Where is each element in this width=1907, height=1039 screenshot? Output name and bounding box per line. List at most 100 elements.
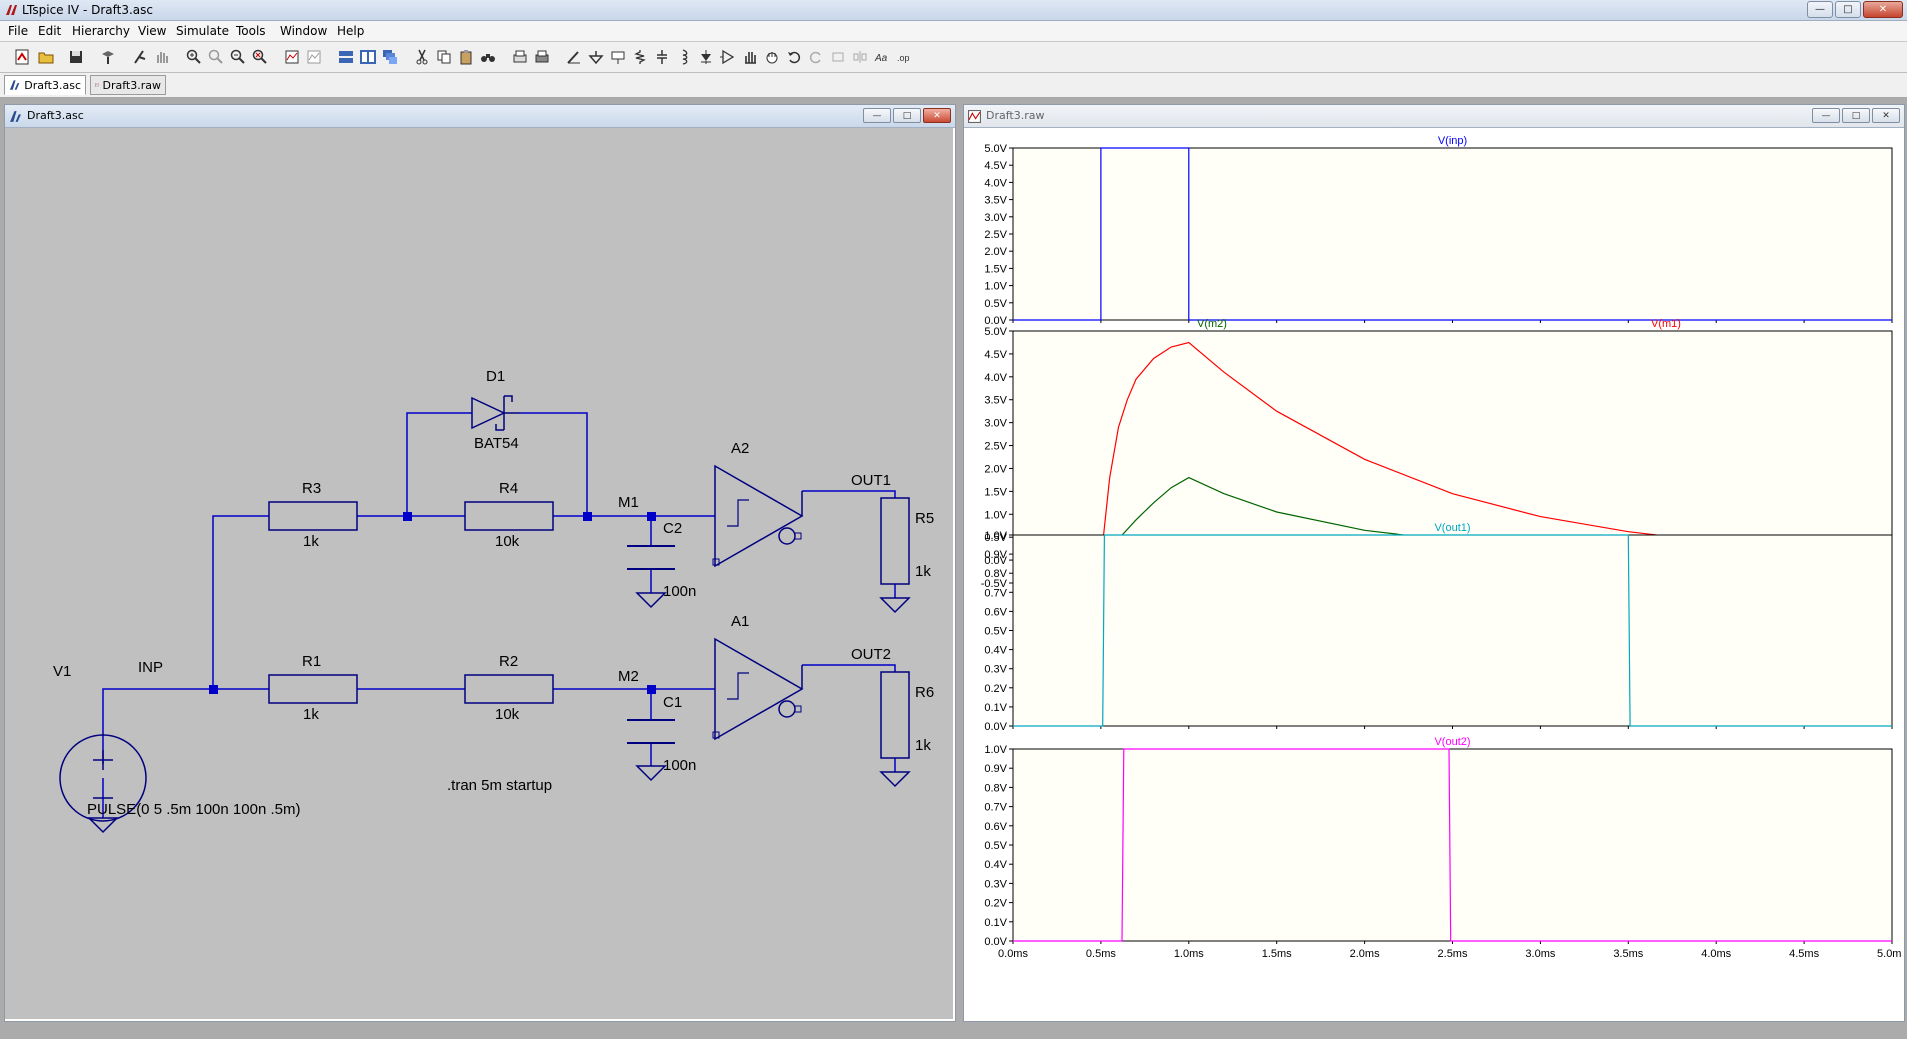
capacitor-c2[interactable] [627, 545, 675, 570]
y-tick-label: 3.5V [984, 395, 1007, 407]
capacitor-c1[interactable] [627, 719, 675, 744]
v1-value: PULSE(0 5 .5m 100n 100n .5m) [87, 801, 300, 818]
copy-icon[interactable] [434, 47, 454, 67]
component-icon[interactable] [718, 47, 738, 67]
print-preview-icon[interactable] [510, 47, 530, 67]
app-title-bar: LTspice IV - Draft3.asc — □ ✕ [0, 0, 1907, 21]
paste-icon[interactable] [456, 47, 476, 67]
undo-icon[interactable] [784, 47, 804, 67]
ground-icon[interactable] [586, 47, 606, 67]
label-net-icon[interactable] [608, 47, 628, 67]
waveform-maximize-button[interactable]: □ [1842, 108, 1870, 123]
capacitor-icon[interactable] [652, 47, 672, 67]
y-tick-label: 0.0V [984, 555, 1007, 567]
redo-icon[interactable] [806, 47, 826, 67]
resistor-r6[interactable] [880, 671, 910, 759]
rotate-icon[interactable] [828, 47, 848, 67]
net-m1: M1 [618, 494, 639, 511]
junction-m1 [647, 512, 656, 521]
r4-name: R4 [499, 480, 518, 497]
waveform-doc-icon [968, 110, 981, 123]
x-tick-label: 2.5ms [1438, 948, 1468, 960]
waveform-plot-area[interactable]: 5.0V4.5V4.0V3.5V3.0V2.5V2.0V1.5V1.0V0.5V… [964, 128, 1902, 1019]
comparator-a2[interactable] [712, 464, 804, 568]
maximize-button[interactable]: □ [1835, 1, 1861, 18]
control-panel-icon[interactable] [98, 47, 118, 67]
cascade-windows-icon[interactable] [380, 47, 400, 67]
find-icon[interactable] [478, 47, 498, 67]
open-folder-icon[interactable] [36, 47, 56, 67]
menu-edit[interactable]: Edit [38, 24, 62, 38]
cut-icon[interactable] [412, 47, 432, 67]
halt-hand-icon[interactable] [152, 47, 172, 67]
print-icon[interactable] [532, 47, 552, 67]
menu-simulate[interactable]: Simulate [176, 24, 230, 38]
menu-tools[interactable]: Tools [236, 24, 266, 38]
inductor-icon[interactable] [674, 47, 694, 67]
tile-horizontal-icon[interactable] [336, 47, 356, 67]
r2-value: 10k [495, 706, 520, 723]
x-tick-label: 5.0ms [1877, 948, 1902, 960]
y-tick-label: 3.0V [984, 418, 1007, 430]
diode-icon[interactable] [696, 47, 716, 67]
text-icon[interactable]: Aa [872, 47, 892, 67]
schematic-maximize-button[interactable]: □ [893, 108, 921, 123]
tile-vertical-icon[interactable] [358, 47, 378, 67]
pick-traces-icon[interactable] [304, 47, 324, 67]
run-icon[interactable] [130, 47, 150, 67]
y-tick-label: 0.5V [984, 840, 1007, 852]
y-tick-label: 0.5V [984, 532, 1007, 544]
drag-hand-icon[interactable] [762, 47, 782, 67]
y-tick-label: 0.6V [984, 821, 1007, 833]
close-button[interactable]: ✕ [1863, 1, 1903, 18]
draw-wire-icon[interactable] [564, 47, 584, 67]
minimize-button[interactable]: — [1807, 1, 1833, 18]
resistor-r2[interactable] [464, 674, 554, 704]
comparator-a1[interactable] [712, 637, 804, 741]
zoom-in-icon[interactable] [184, 47, 204, 67]
schematic-minimize-button[interactable]: — [863, 108, 891, 123]
tab-draft3-raw[interactable]: Draft3.raw [90, 75, 166, 95]
waveform-minimize-button[interactable]: — [1812, 108, 1840, 123]
x-tick-label: 1.0ms [1174, 948, 1204, 960]
zoom-out-icon[interactable] [228, 47, 248, 67]
pan-icon[interactable] [206, 47, 226, 67]
resistor-icon[interactable] [630, 47, 650, 67]
move-hand-icon[interactable] [740, 47, 760, 67]
spice-directive-icon[interactable]: .op [894, 47, 914, 67]
c1-value: 100n [663, 757, 696, 774]
menu-view[interactable]: View [138, 24, 167, 38]
zoom-fit-icon[interactable] [250, 47, 270, 67]
voltage-source-v1[interactable] [59, 734, 147, 822]
menu-hierarchy[interactable]: Hierarchy [72, 24, 131, 38]
schematic-close-button[interactable]: ✕ [923, 108, 951, 123]
diode-d1[interactable] [471, 395, 520, 431]
menu-file[interactable]: File [8, 24, 29, 38]
waveform-close-button[interactable]: ✕ [1872, 108, 1900, 123]
d1-value: BAT54 [474, 435, 519, 452]
menu-help[interactable]: Help [337, 24, 365, 38]
waveform-window-titlebar[interactable]: Draft3.raw — □ ✕ [964, 105, 1904, 128]
c1-name: C1 [663, 694, 682, 711]
tab-draft3-asc[interactable]: Draft3.asc [4, 75, 86, 95]
svg-text:Aa: Aa [874, 53, 888, 64]
new-schematic-icon[interactable] [12, 47, 32, 67]
y-tick-label: 0.0V [984, 936, 1007, 948]
y-tick-label: 0.9V [984, 549, 1007, 561]
document-tabs: Draft3.asc Draft3.raw [0, 73, 1907, 98]
resistor-r1[interactable] [268, 674, 358, 704]
resistor-r5[interactable] [880, 497, 910, 585]
save-icon[interactable] [66, 47, 86, 67]
x-tick-label: 0.0ms [998, 948, 1028, 960]
schematic-canvas[interactable]: V1 PULSE(0 5 .5m 100n 100n .5m) INP R3 1… [5, 128, 953, 1019]
resistor-r4[interactable] [464, 501, 554, 531]
resistor-r3[interactable] [268, 501, 358, 531]
mirror-icon[interactable] [850, 47, 870, 67]
menu-window[interactable]: Window [280, 24, 328, 38]
y-tick-label: 1.5V [984, 263, 1007, 275]
autorange-icon[interactable] [282, 47, 302, 67]
spice-directive[interactable]: .tran 5m startup [447, 777, 552, 794]
y-tick-label: -0.5V [981, 578, 1008, 590]
net-m2: M2 [618, 668, 639, 685]
schematic-window-titlebar[interactable]: Draft3.asc — □ ✕ [5, 105, 955, 128]
